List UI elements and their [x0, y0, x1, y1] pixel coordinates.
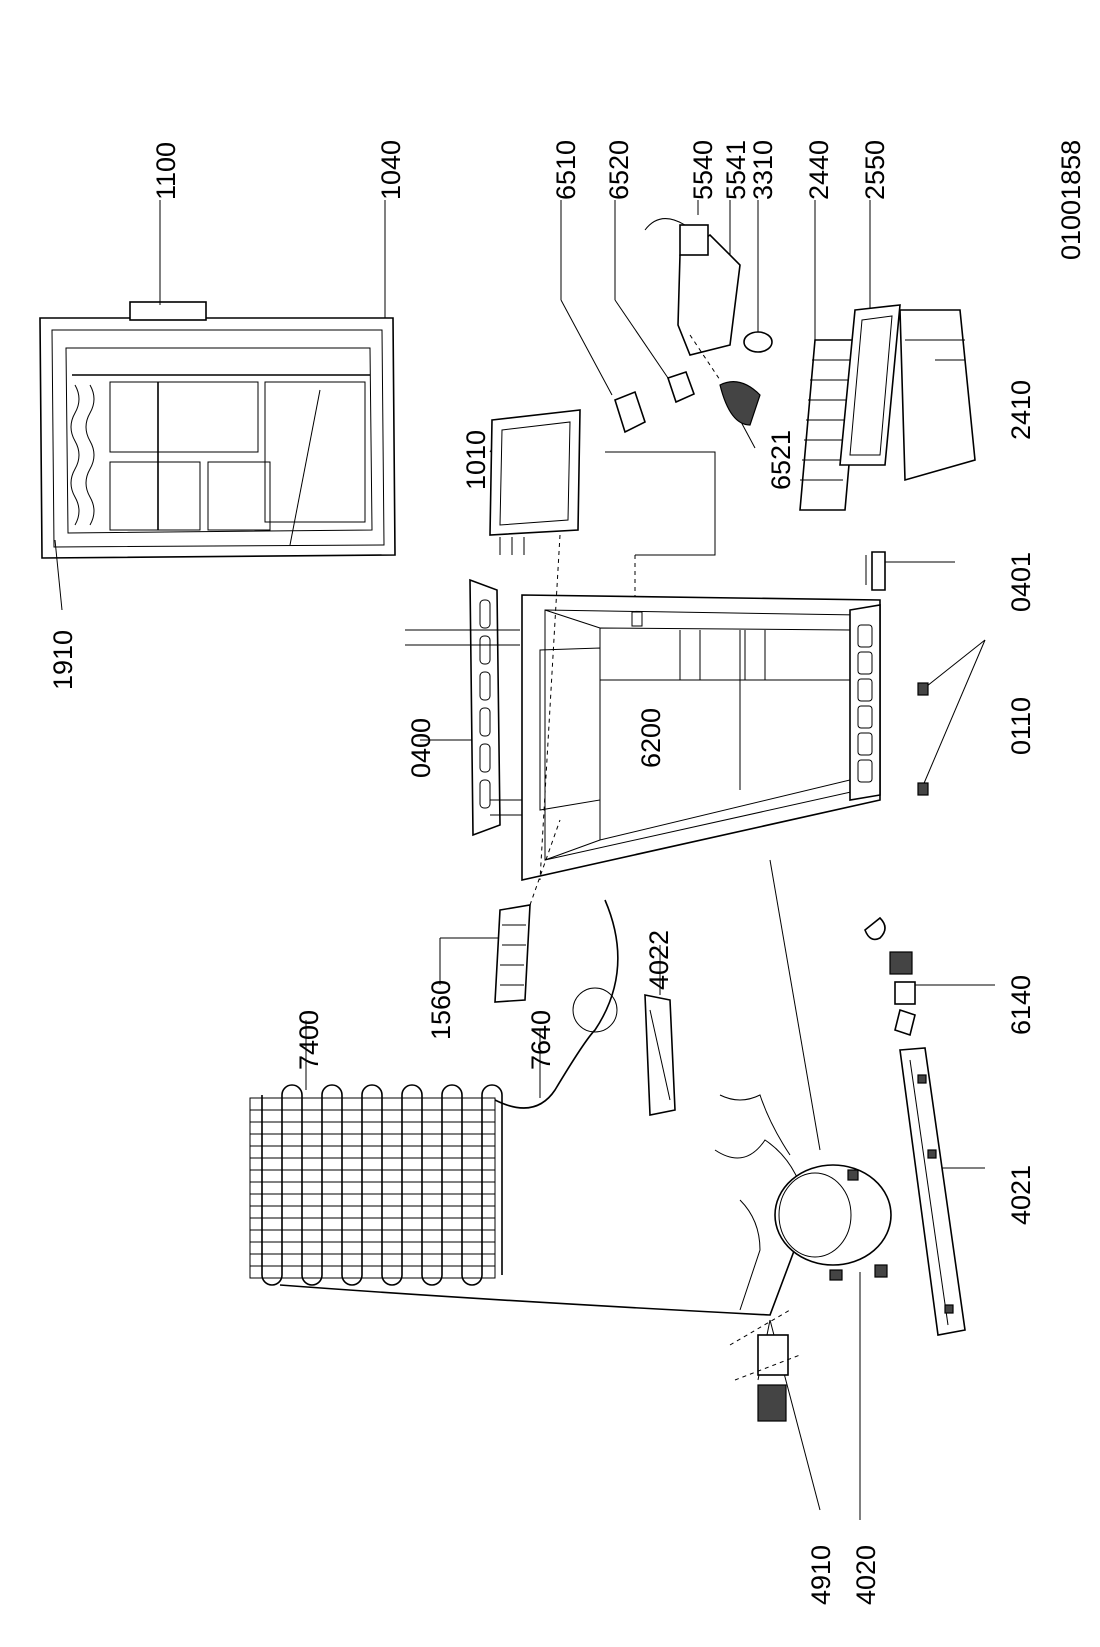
- top-grille-0400: [405, 578, 540, 837]
- tray-1010: [489, 409, 581, 881]
- door-assembly: [39, 301, 396, 559]
- part-1560: [494, 819, 561, 1003]
- label-1040: 1040: [376, 140, 406, 200]
- label-5541: 5541: [721, 140, 751, 200]
- label-7640: 7640: [526, 1010, 556, 1070]
- label-6520: 6520: [604, 140, 634, 200]
- label-4910: 4910: [806, 1545, 836, 1605]
- label-6510: 6510: [551, 140, 581, 200]
- label-6200: 6200: [636, 708, 666, 768]
- label-6140: 6140: [1006, 975, 1036, 1035]
- label-0400: 0400: [406, 718, 436, 778]
- label-1010: 1010: [461, 430, 491, 490]
- diagram-id: 01001858: [1056, 140, 1086, 260]
- crisper-parts: [799, 304, 976, 511]
- part-6140: [864, 916, 916, 1037]
- label-2410: 2410: [1006, 380, 1036, 440]
- label-5540: 5540: [688, 140, 718, 200]
- label-7400: 7400: [294, 1010, 324, 1070]
- label-2440: 2440: [804, 140, 834, 200]
- lamp-assembly: [614, 218, 773, 434]
- label-0110: 0110: [1006, 697, 1036, 755]
- leader-lines: [54, 200, 995, 1520]
- label-1910: 1910: [48, 630, 78, 690]
- compressor-4020: [774, 1164, 892, 1281]
- condenser-7400: [249, 899, 801, 1316]
- part-labels: 1100 1040 1910 6510 6520 5540 5541 3310 …: [48, 140, 1086, 1605]
- cabinet-body: [521, 551, 929, 1151]
- label-1100: 1100: [151, 142, 181, 200]
- label-4021: 4021: [1006, 1165, 1036, 1225]
- label-4020: 4020: [851, 1545, 881, 1605]
- label-6521: 6521: [766, 430, 796, 490]
- part-4022: [644, 994, 676, 1116]
- relay-4910: [729, 1309, 801, 1422]
- base-plate-4021: [899, 1047, 966, 1336]
- label-1560: 1560: [426, 980, 456, 1040]
- label-4022: 4022: [644, 930, 674, 990]
- label-0401: 0401: [1006, 552, 1036, 612]
- label-3310: 3310: [748, 140, 778, 200]
- label-2550: 2550: [860, 140, 890, 200]
